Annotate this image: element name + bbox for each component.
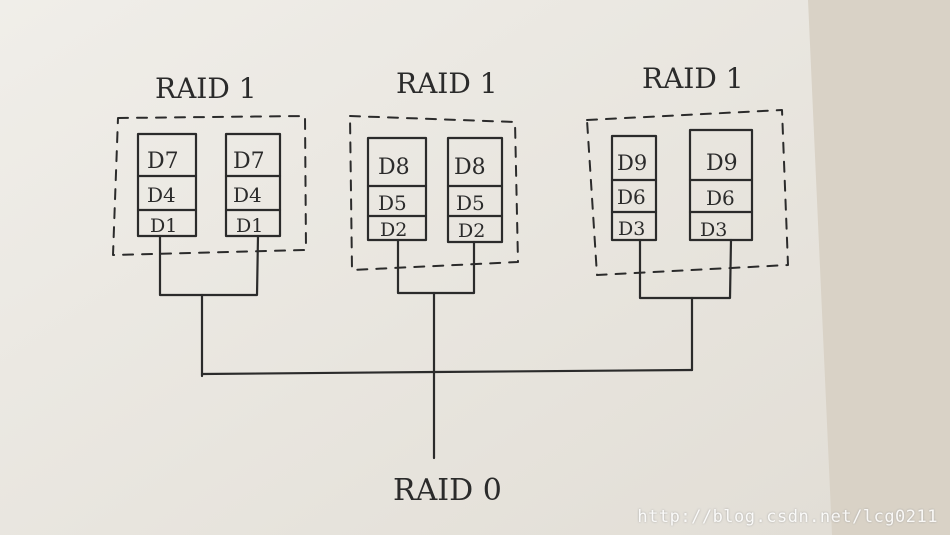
disk-block: D2 bbox=[380, 219, 407, 241]
mirror-connector bbox=[638, 238, 733, 300]
watermark: http://blog.csdn.net/lcg0211 bbox=[637, 507, 938, 527]
disk: D7 D4 D1 bbox=[224, 132, 282, 238]
mirror-connector bbox=[158, 234, 260, 297]
disk-block: D3 bbox=[700, 219, 727, 241]
disk-block: D7 bbox=[233, 149, 265, 174]
disk-block: D9 bbox=[617, 151, 647, 175]
disk-block: D1 bbox=[236, 215, 263, 237]
group-border bbox=[586, 109, 789, 276]
disk-block: D5 bbox=[378, 191, 407, 215]
group-border bbox=[112, 115, 307, 256]
disk-block: D7 bbox=[147, 149, 179, 174]
disk-block: D2 bbox=[458, 220, 485, 242]
group-title: RAID 1 bbox=[642, 62, 744, 95]
mirror-connector bbox=[396, 238, 476, 295]
raid1-group-1: RAID 1 D7 D4 D1 D7 D4 bbox=[112, 72, 307, 378]
raid0-bus bbox=[200, 368, 694, 376]
disk-block: D3 bbox=[618, 218, 645, 240]
disk-block: D6 bbox=[617, 185, 646, 209]
disk: D8 D5 D2 bbox=[446, 136, 504, 244]
raid0-label: RAID 0 bbox=[393, 473, 502, 508]
group-title: RAID 1 bbox=[155, 72, 257, 105]
disk-block: D5 bbox=[456, 191, 485, 215]
disk-block: D4 bbox=[233, 183, 262, 207]
raid1-group-2: RAID 1 D8 D5 D2 D8 D5 D2 bbox=[349, 67, 519, 460]
disk: D8 D5 D2 bbox=[366, 136, 428, 242]
raid1-group-3: RAID 1 D9 D6 D3 D9 D6 D3 bbox=[586, 62, 789, 372]
disk-block: D1 bbox=[150, 215, 177, 237]
disk-block: D4 bbox=[147, 183, 176, 207]
disk-block: D8 bbox=[454, 155, 486, 180]
disk: D7 D4 D1 bbox=[136, 132, 198, 238]
disk-block: D9 bbox=[706, 151, 738, 176]
group-border bbox=[349, 115, 519, 271]
disk-block: D6 bbox=[706, 186, 735, 210]
disk-block: D8 bbox=[378, 155, 410, 180]
disk: D9 D6 D3 bbox=[688, 128, 754, 242]
group-title: RAID 1 bbox=[396, 67, 498, 100]
disk: D9 D6 D3 bbox=[610, 134, 658, 242]
